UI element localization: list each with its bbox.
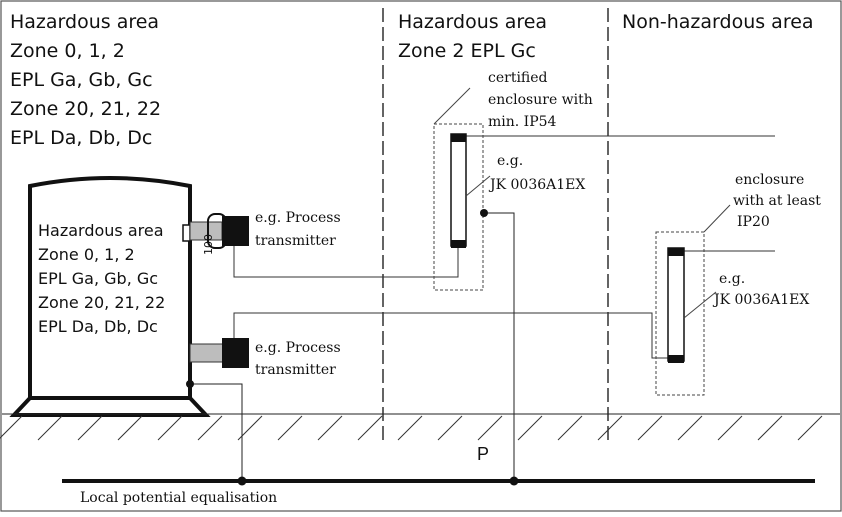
device-b-bottom-terminal (668, 355, 684, 363)
ground-hatching (0, 415, 823, 441)
left-area-line: EPL Da, Db, Dc (10, 127, 152, 149)
tank-earth-wire (190, 383, 243, 481)
device-b-leader (683, 291, 717, 319)
ip20-enclosure: enclosure with at least IP20 e.g. JK 003… (655, 172, 821, 396)
device-b-top-terminal (668, 248, 684, 256)
left-area-title: Hazardous area Zone 0, 1, 2 EPL Ga, Gb, … (10, 11, 161, 149)
left-area-line: EPL Ga, Gb, Gc (10, 69, 153, 91)
lower-signal-cable (233, 312, 668, 359)
device-a-label: JK 0036A1EX (488, 177, 585, 193)
enclosure-outline (433, 123, 484, 291)
hatch-stroke (517, 415, 543, 441)
tank-text-line: EPL Da, Db, Dc (38, 317, 158, 336)
hatch-stroke (677, 415, 703, 441)
hatch-stroke (757, 415, 783, 441)
hatch-stroke (157, 415, 183, 441)
device-a-top-terminal (451, 134, 466, 142)
transmitter-head (222, 338, 249, 368)
upper-transmitter-label: e.g. Process (255, 210, 341, 226)
device-b-label: e.g. (719, 271, 745, 287)
hatch-stroke (557, 415, 583, 441)
transmitter-flange (182, 224, 191, 242)
ip20-enclosure-label: enclosure (735, 172, 804, 188)
left-area-line: Zone 20, 21, 22 (10, 98, 161, 120)
hatch-stroke (277, 415, 303, 441)
device-a-body (450, 133, 467, 247)
lower-transmitter-label: transmitter (255, 362, 336, 378)
device-a-bottom-terminal (451, 240, 466, 248)
ip20-enclosure-label: IP20 (737, 214, 770, 230)
hatch-stroke (37, 415, 63, 441)
gauge-mark: 100 (202, 234, 215, 255)
tank-text-line: Hazardous area (38, 221, 164, 240)
upper-signal-cable (233, 246, 459, 278)
enclosure-outline (655, 231, 705, 396)
certified-enclosure: certified enclosure with min. IP54 e.g. … (433, 70, 593, 291)
hatch-stroke (717, 415, 743, 441)
ip20-enclosure-label: with at least (733, 193, 821, 209)
lower-transmitter-label: e.g. Process (255, 340, 341, 356)
bus-junction-enclosure (509, 476, 519, 486)
middle-area-line: Hazardous area (398, 11, 547, 33)
enclosure-leader (703, 204, 731, 233)
hatch-stroke (797, 415, 823, 441)
certified-enclosure-label: min. IP54 (488, 114, 557, 130)
middle-area-title: Hazardous area Zone 2 EPL Gc (398, 11, 547, 62)
right-area-title: Non-hazardous area (622, 11, 814, 33)
hatch-stroke (77, 415, 103, 441)
bus-junction-tank (237, 476, 247, 486)
tank-base (9, 396, 211, 417)
hatch-stroke (437, 415, 463, 441)
bus-label: Local potential equalisation (80, 490, 277, 506)
left-area-line: Hazardous area (10, 11, 159, 33)
left-area-line: Zone 0, 1, 2 (10, 40, 125, 62)
transmitter-head (222, 216, 249, 246)
hatch-stroke (117, 415, 143, 441)
hatch-stroke (597, 415, 623, 441)
enclosure-leader (433, 87, 471, 125)
transmitter-neck (189, 343, 227, 363)
device-a-leader (465, 175, 491, 197)
ground (0, 413, 840, 441)
tank-earth-point (186, 380, 194, 388)
lower-process-transmitter: e.g. Process transmitter (189, 338, 341, 378)
hatch-stroke (197, 415, 223, 441)
tank-text-line: EPL Ga, Gb, Gc (38, 269, 158, 288)
hatch-stroke (477, 415, 503, 441)
tank: Hazardous area Zone 0, 1, 2 EPL Ga, Gb, … (9, 176, 211, 417)
device-b-body (667, 247, 685, 362)
hatch-stroke (0, 415, 23, 439)
middle-area-line: Zone 2 EPL Gc (398, 40, 536, 62)
hatch-stroke (317, 415, 343, 441)
certified-enclosure-label: certified (488, 70, 548, 86)
upper-process-transmitter: 100 e.g. Process transmitter (182, 210, 341, 255)
tank-body (28, 176, 192, 400)
hatch-stroke (637, 415, 663, 441)
enclosure-earth-point (480, 209, 488, 217)
ground-point-label: P (477, 444, 489, 464)
certified-enclosure-label: enclosure with (488, 92, 593, 108)
upper-transmitter-label: transmitter (255, 233, 336, 249)
tank-text-line: Zone 20, 21, 22 (38, 293, 165, 312)
device-a-label: e.g. (497, 153, 523, 169)
tank-text-line: Zone 0, 1, 2 (38, 245, 135, 264)
hatch-stroke (357, 415, 383, 441)
device-b-label: JK 0036A1EX (712, 292, 809, 308)
hatch-stroke (397, 415, 423, 441)
enclosure-earth-wire (484, 212, 515, 481)
